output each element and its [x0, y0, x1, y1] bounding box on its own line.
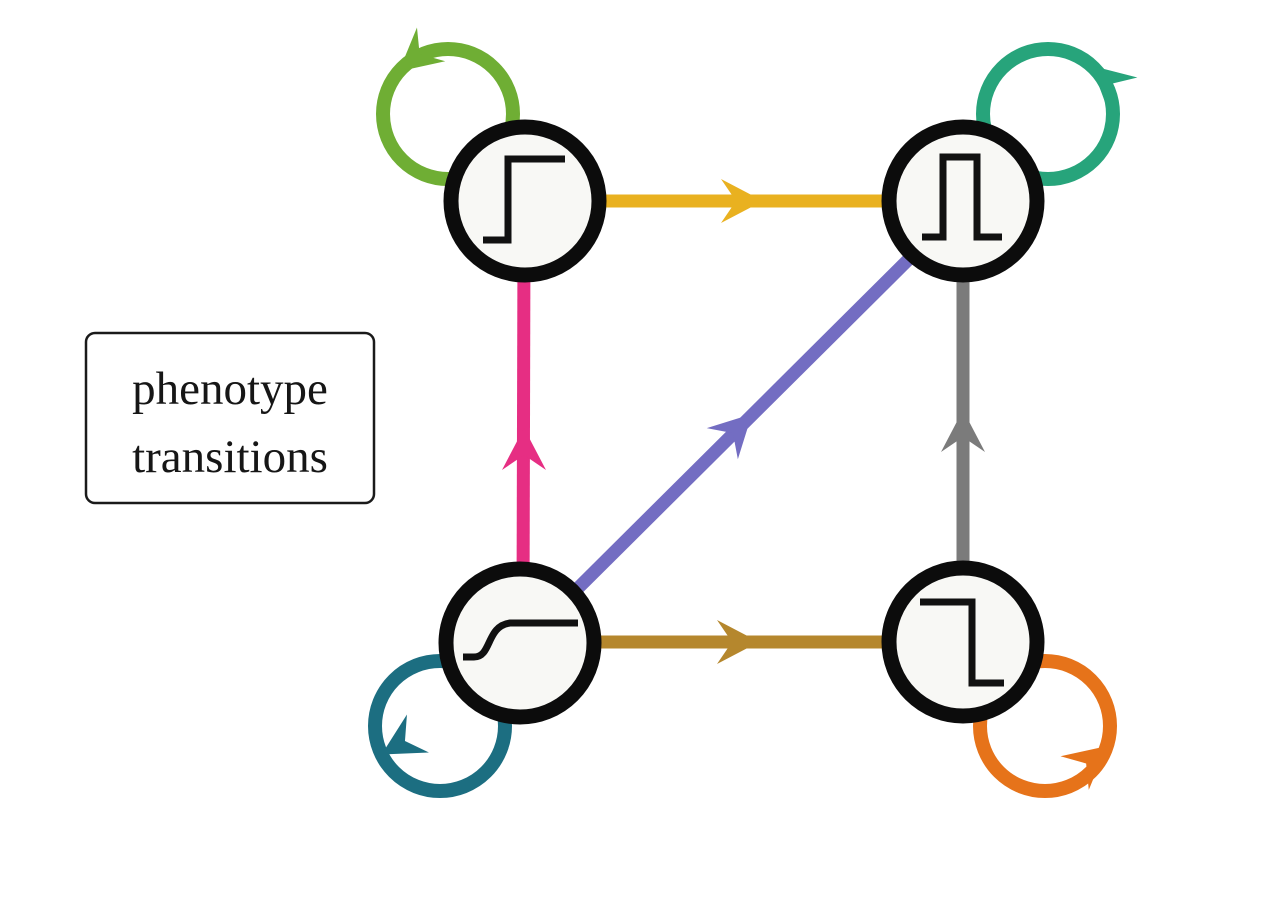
step-up-node [443, 119, 607, 283]
step-up-waveform-icon [483, 155, 565, 244]
sigmoid-self-loop [368, 654, 512, 798]
pulse-self-loop-arrowhead [1091, 65, 1138, 111]
phenotype-transitions-label: phenotype transitions [84, 331, 376, 505]
edge-sigmoid-to-step-up [516, 234, 531, 611]
label-line-2: transitions [132, 431, 328, 483]
step-up-self-loop-arrowhead [398, 27, 446, 72]
label-box-outline [84, 331, 376, 505]
step-down-node [881, 560, 1045, 724]
pulse-waveform-icon [922, 153, 1002, 241]
step-down-self-loop-arrowhead [1060, 746, 1107, 790]
sigmoid-node [438, 561, 602, 725]
edge-sigmoid-to-step-down-arrowhead [717, 620, 759, 664]
step-down-waveform-icon [920, 598, 1004, 687]
label-box-border [86, 333, 374, 503]
edge-sigmoid-to-step-up-arrowhead [502, 428, 546, 470]
label-line-1: phenotype [132, 363, 328, 415]
sigmoid-waveform-icon [463, 619, 578, 661]
pulse-node [881, 119, 1045, 283]
edge-step-down-to-pulse-arrowhead [941, 410, 985, 452]
step-down-self-loop [973, 654, 1117, 798]
pulse-self-loop [976, 42, 1120, 186]
edge-step-up-to-pulse-arrowhead [721, 179, 763, 223]
edge-sigmoid-to-pulse-arrowhead [706, 414, 752, 460]
sigmoid-self-loop-arrowhead [381, 714, 429, 755]
